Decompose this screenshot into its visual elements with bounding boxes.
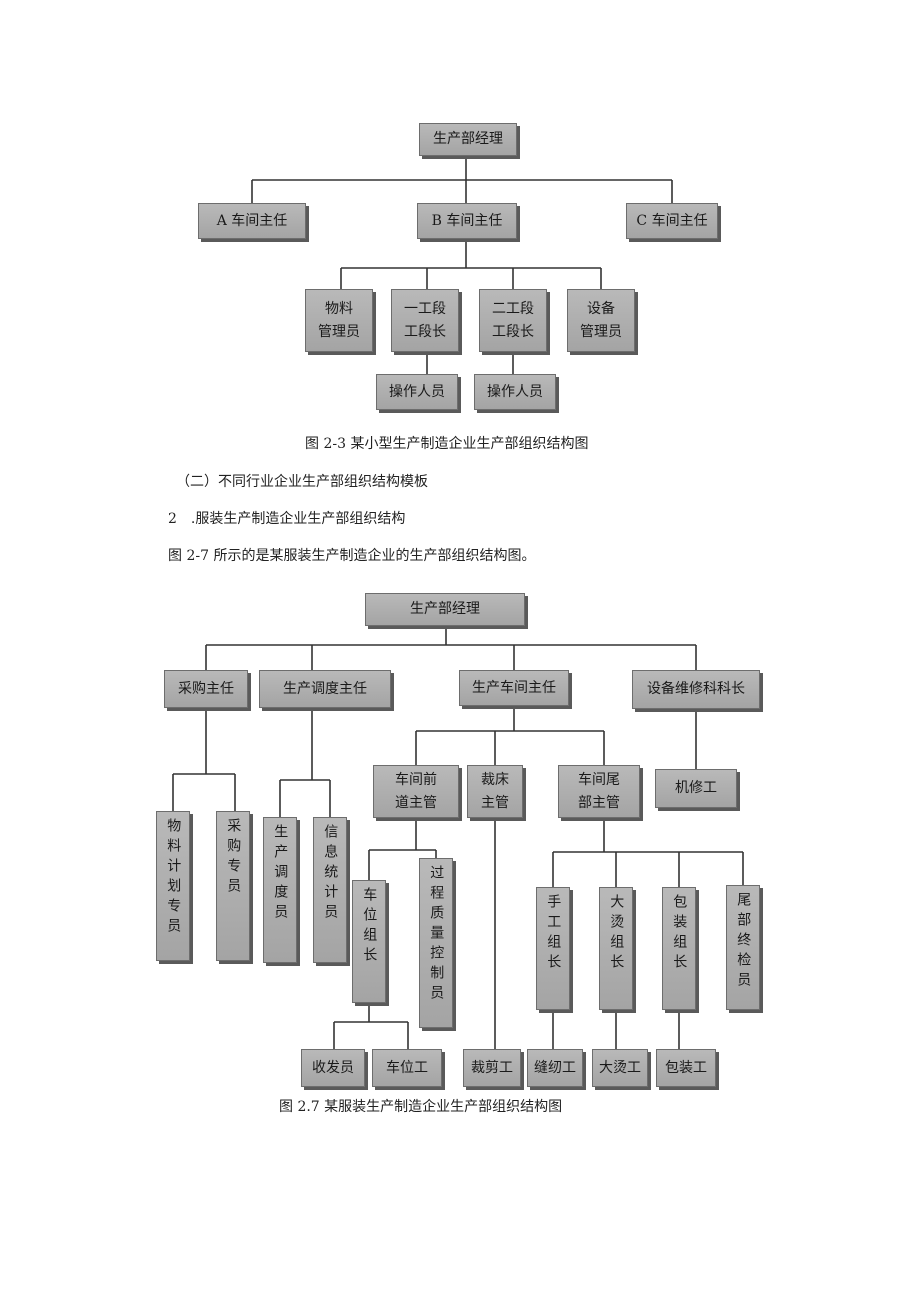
d2-sewing-leader-node: 车位组长: [352, 880, 386, 1003]
d2-packing-leader-node: 包装组长: [662, 887, 696, 1010]
d2-packer-node: 包装工: [656, 1049, 716, 1087]
d2-front-supervisor-node: 车间前 道主管: [373, 765, 459, 818]
d2-workshop-head-node: 生产车间主任: [459, 670, 569, 706]
d1-workshop-a-node: A 车间主任: [198, 203, 306, 239]
d2-cutter-node: 裁剪工: [463, 1049, 521, 1087]
d2-final-inspector-node: 尾部终检员: [726, 885, 760, 1010]
d2-maintenance-head-node: 设备维修科科长: [632, 670, 760, 709]
d2-cutting-supervisor-node: 裁床 主管: [467, 765, 523, 818]
d2-purchaser-node: 采购专员: [216, 811, 250, 961]
d2-dispatch-clerk-node: 收发员: [301, 1049, 365, 1087]
d2-statistician-node: 信息统计员: [313, 817, 347, 963]
d1-equipment-manager-node: 设备 管理员: [567, 289, 635, 352]
d1-section1-leader-node: 一工段 工段长: [391, 289, 459, 352]
d1-operator-node: 操作人员: [376, 374, 458, 410]
d1-operator-node: 操作人员: [474, 374, 556, 410]
d2-stitcher-node: 缝纫工: [527, 1049, 583, 1087]
d1-caption: 图 2-3 某小型生产制造企业生产部组织结构图: [305, 436, 589, 452]
d2-handwork-leader-node: 手工组长: [536, 887, 570, 1010]
d2-caption: 图 2.7 某服装生产制造企业生产部组织结构图: [279, 1099, 563, 1115]
item-heading: 2 .服装生产制造企业生产部组织结构: [168, 511, 406, 527]
d2-sewing-worker-node: 车位工: [372, 1049, 442, 1087]
d2-tail-supervisor-node: 车间尾 部主管: [558, 765, 640, 818]
d2-quality-controller-node: 过程质量控制员: [419, 858, 453, 1028]
section-heading: （二）不同行业企业生产部组织结构模板: [176, 474, 428, 490]
d2-mechanic-node: 机修工: [655, 769, 737, 808]
d2-root-node: 生产部经理: [365, 593, 525, 626]
d1-workshop-b-node: B 车间主任: [417, 203, 517, 239]
d1-root-node: 生产部经理: [419, 123, 517, 156]
d1-section2-leader-node: 二工段 工段长: [479, 289, 547, 352]
d2-dispatch-head-node: 生产调度主任: [259, 670, 391, 708]
d2-dispatcher-node: 生产调度员: [263, 817, 297, 963]
d1-workshop-c-node: C 车间主任: [626, 203, 718, 239]
d2-ironer-node: 大烫工: [592, 1049, 648, 1087]
d2-ironing-leader-node: 大烫组长: [599, 887, 633, 1010]
intro-paragraph: 图 2-7 所示的是某服装生产制造企业的生产部组织结构图。: [168, 548, 536, 564]
d1-material-manager-node: 物料 管理员: [305, 289, 373, 352]
d2-purchase-head-node: 采购主任: [164, 670, 248, 708]
d2-material-planner-node: 物料计划专员: [156, 811, 190, 961]
